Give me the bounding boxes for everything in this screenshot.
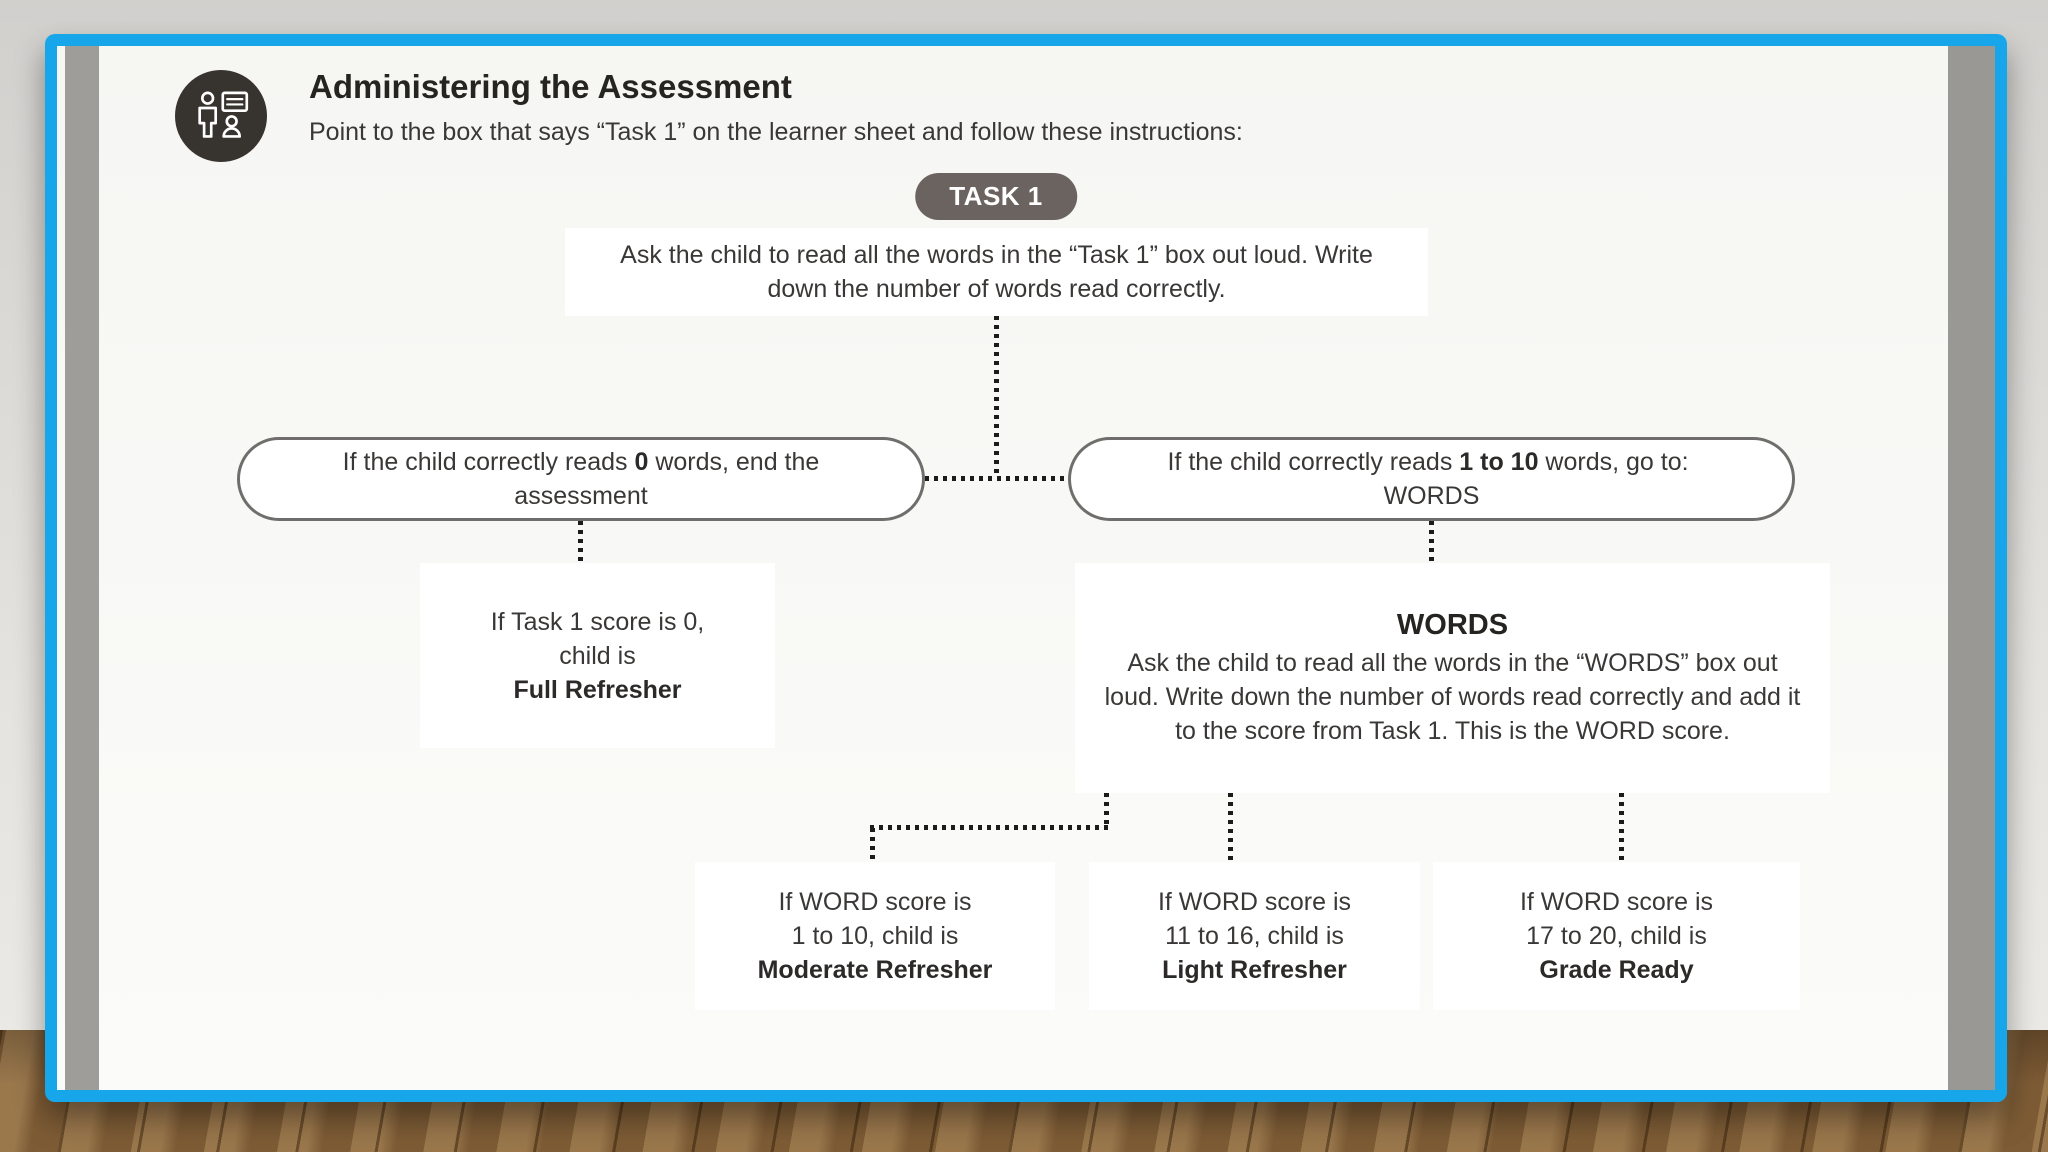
full-refresher-line2: child is [559,641,636,670]
outcome3-line2: 17 to 20, child is [1526,922,1707,950]
zero-words-pill-text: If the child correctly reads 0 words, en… [301,445,861,513]
outcome-box-light-refresher: If WORD score is 11 to 16, child is Ligh… [1089,862,1420,1010]
slide-display-board: Administering the Assessment Point to th… [45,34,2007,1102]
connector-right-pill-down [1429,521,1434,563]
outcome3-line1: If WORD score is [1519,888,1714,916]
connector-pills-horizontal [925,476,1068,481]
connector-top-vertical [994,316,999,478]
task1-instruction-box: Ask the child to read all the words in t… [565,228,1428,316]
connector-outcome1-stub [1104,793,1109,829]
outcome1-line2: 1 to 10, child is [791,922,959,950]
words-box: WORDS Ask the child to read all the word… [1075,563,1830,793]
range-pill-bold: 1 to 10 [1459,448,1539,476]
outcome2-result: Light Refresher [1162,956,1347,984]
one-to-ten-pill-text: If the child correctly reads 1 to 10 wor… [1142,445,1722,513]
one-to-ten-pill: If the child correctly reads 1 to 10 wor… [1068,437,1795,521]
connector-outcome1-horizontal [870,825,1109,830]
slide-title: Administering the Assessment [309,68,792,105]
words-box-body: Ask the child to read all the words in t… [1104,649,1801,745]
words-box-heading: WORDS [1396,609,1509,641]
task1-badge: TASK 1 [915,173,1077,220]
outcome1-result: Moderate Refresher [757,956,993,984]
presenter-icon-glyph [198,91,249,138]
outcome2-line2: 11 to 16, child is [1165,922,1344,950]
zero-pill-post: words, end the assessment [514,448,820,510]
full-refresher-result: Full Refresher [513,675,682,704]
outcome3-result: Grade Ready [1539,956,1694,984]
connector-left-pill-down [578,521,583,563]
outcome2-line1: If WORD score is [1157,888,1352,916]
connector-outcome2-down [1228,793,1233,862]
full-refresher-box: If Task 1 score is 0, child is Full Refr… [420,563,775,748]
range-pill-pre: If the child correctly reads [1167,448,1460,476]
slide-right-edge-strip [1948,46,1995,1090]
connector-outcome3-down [1619,793,1624,862]
outcome1-line1: If WORD score is [778,888,972,916]
slide-subtitle: Point to the box that says “Task 1” on t… [309,118,1243,146]
slide-left-edge-strip [65,46,99,1090]
outcome-box-moderate-refresher: If WORD score is 1 to 10, child is Moder… [695,862,1055,1010]
task1-instruction-text: Ask the child to read all the words in t… [620,241,1373,303]
zero-pill-pre: If the child correctly reads [342,448,635,476]
connector-outcome1-down [870,828,875,862]
presenter-with-board-icon [175,70,267,162]
full-refresher-line1: If Task 1 score is 0, [490,607,705,636]
zero-words-pill: If the child correctly reads 0 words, en… [237,437,925,521]
zero-pill-bold: 0 [634,448,649,476]
range-pill-post: words, go to: WORDS [1383,448,1696,510]
outcome-box-grade-ready: If WORD score is 17 to 20, child is Grad… [1433,862,1800,1010]
